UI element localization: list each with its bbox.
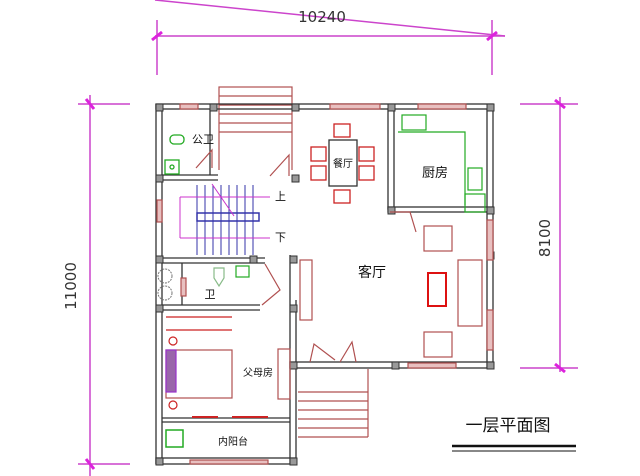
kitchen-label: 厨房 (422, 165, 448, 181)
dimension-right-label: 8100 (536, 219, 554, 257)
front-steps (298, 369, 369, 438)
dimension-top-label: 10240 (298, 8, 346, 26)
dining-label: 餐厅 (333, 157, 353, 170)
balcony-fixtures (165, 429, 184, 448)
living-furniture (299, 225, 483, 358)
dimension-top (151, 0, 506, 75)
doors (192, 148, 417, 418)
public-bath-label: 公卫 (192, 133, 214, 146)
bath-label: 卫 (205, 288, 216, 301)
dining-table (310, 123, 375, 204)
bath-fixtures (213, 265, 250, 288)
bed (165, 316, 291, 410)
stairs-up-label: 上 (275, 190, 286, 203)
plants (157, 268, 173, 301)
dimension-left (78, 95, 130, 476)
dimension-left-label: 11000 (62, 262, 80, 310)
staircase (179, 183, 270, 255)
plan-title: 一层平面图 (466, 416, 551, 436)
windows (156, 103, 494, 465)
kitchen-fixtures (398, 114, 486, 213)
inner-balcony-label: 内阳台 (218, 435, 248, 448)
columns (155, 103, 495, 466)
rear-steps (218, 86, 293, 170)
dimension-right (520, 97, 578, 374)
stairs-down-label: 下 (275, 231, 286, 244)
parents-room-label: 父母房 (243, 366, 273, 379)
public-bath-fixtures (164, 134, 185, 175)
living-room-label: 客厅 (358, 264, 386, 281)
